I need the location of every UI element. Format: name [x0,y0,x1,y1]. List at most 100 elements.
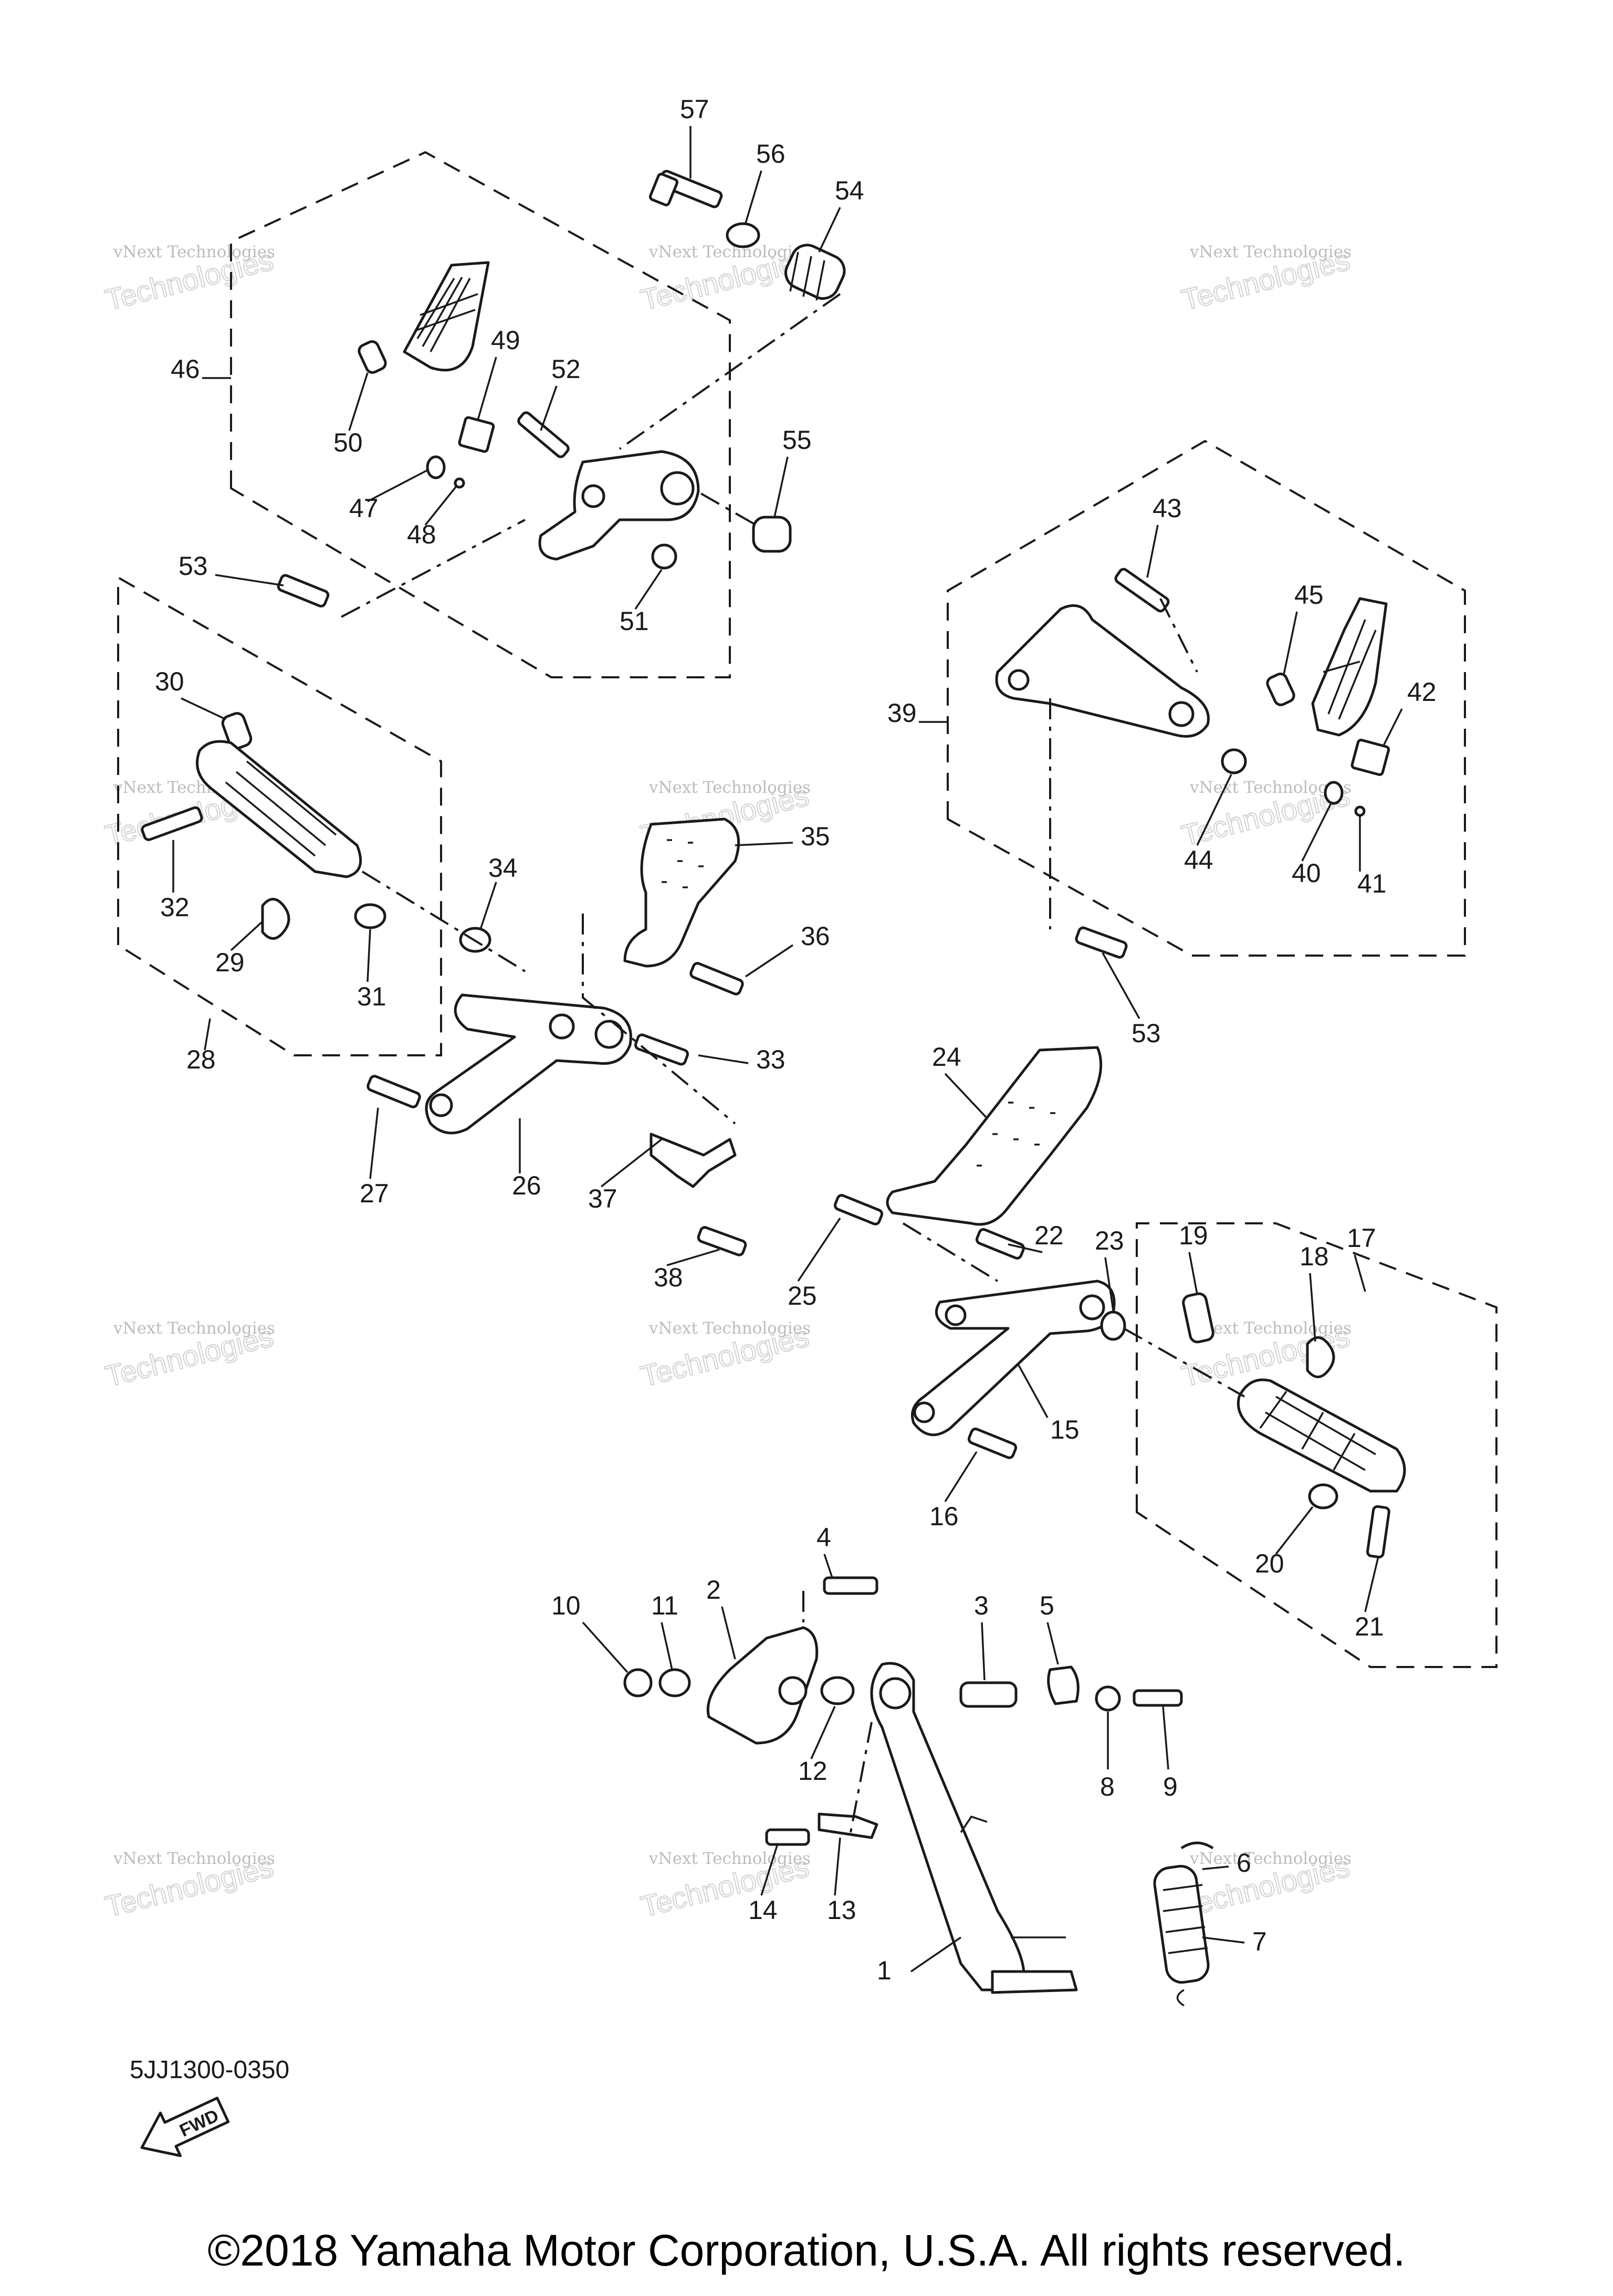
leader-46-chain [341,293,841,618]
part-footpeg-17-grip [1259,1390,1376,1471]
part-41-ball [1354,805,1366,817]
callout-5: 5 [1040,1591,1054,1620]
callout-2: 2 [706,1575,721,1605]
callout-25: 25 [788,1281,817,1310]
leader-line-22 [1008,1243,1043,1253]
leader-line-56 [745,170,762,224]
part-14-bolt [765,1828,810,1846]
part-51-nut [651,543,677,570]
watermark-text: vNext Technologies [648,1319,811,1338]
part-23-washer [1100,1310,1126,1341]
part-16-bolt [967,1428,1018,1459]
part-bracket-26-hole2 [549,1013,575,1040]
leader-line-13 [834,1837,841,1896]
callout-11: 11 [651,1591,678,1620]
part-1-pivot [879,1677,912,1710]
part-55-collar [752,516,792,553]
callout-39: 39 [887,698,917,728]
part-1-sidestand [870,1662,1025,1991]
leader-line-4 [823,1554,833,1578]
leader-28-chain [361,871,736,1125]
leader-line-33 [698,1054,749,1064]
part-bracket-39 [995,604,1210,738]
callout-7: 7 [1252,1927,1267,1956]
leader-line-37 [600,1138,663,1188]
part-22-bolt [975,1228,1025,1260]
part-24-holes [977,1102,1055,1167]
part-43-bolt [1114,568,1170,613]
part-35-holes [662,839,704,888]
part-6-spring-hook [1180,1841,1214,1850]
callout-4: 4 [816,1523,831,1552]
part-53-bolt-a [277,574,330,607]
callout-22: 22 [1034,1221,1064,1250]
callout-12: 12 [798,1756,828,1786]
part-footpeg-28 [196,740,362,878]
part-50-pin [358,340,387,374]
part-12-washer [820,1676,855,1705]
callout-37: 37 [588,1184,617,1213]
part-48-ball [454,477,465,489]
leader-line-35 [735,842,793,846]
part-footpeg-39-grip [1323,619,1377,720]
part-3-pin [959,1681,1018,1708]
leader-line-6 [1202,1865,1229,1870]
leader-line-7 [1202,1936,1245,1944]
leader-line-18 [1309,1273,1316,1342]
part-45-pin [1266,673,1295,706]
part-37-clip [650,1133,737,1188]
callout-48: 48 [407,520,436,549]
part-9-bolt [1133,1689,1183,1707]
part-footpeg-46-grip [414,277,478,352]
part-33-bolt [634,1033,689,1066]
callout-1: 1 [877,1956,892,1985]
callout-52: 52 [551,354,581,384]
leader-line-44 [1196,774,1232,846]
part-30-pin [221,712,253,750]
leader-line-45 [1283,611,1298,675]
part-footpeg-17 [1237,1378,1406,1493]
part-24-heelguard [886,1046,1103,1226]
leader-17-chain [902,1222,1245,1398]
callout-41: 41 [1357,869,1387,898]
watermark-text: vNext Technologies [648,778,811,797]
part-54-ribs [789,251,825,301]
callout-14: 14 [748,1895,778,1925]
part-10-nut [623,1668,653,1697]
group-outline-39 [947,439,1466,957]
callout-26: 26 [512,1171,541,1200]
part-57-head [648,173,679,206]
parts: FWD [140,170,1406,2157]
watermark-text: vNext Technologies [113,1849,275,1868]
leader-line-53a [215,574,284,586]
part-bracket-39-hole [1168,701,1195,727]
callout-27: 27 [360,1179,389,1208]
leader-line-30 [181,697,226,720]
part-47-spring [426,455,446,479]
part-bracket-26 [425,993,632,1135]
part-bracket-39-hole2 [1008,669,1030,691]
callout-23: 23 [1095,1226,1124,1255]
callout-10: 10 [551,1591,581,1620]
callout-55: 55 [782,425,812,455]
leader-line-51 [634,569,663,610]
callout-35: 35 [801,822,830,851]
part-15-hole [1079,1294,1105,1320]
callout-46: 46 [171,354,200,384]
leader-39-chain [1049,598,1198,929]
leader-line-54 [818,207,841,253]
leader-line-14 [760,1845,778,1896]
callout-32: 32 [160,893,190,922]
callout-15: 15 [1050,1415,1080,1444]
leader-line-11 [661,1622,673,1670]
leader-line-52 [540,385,558,431]
callout-17: 17 [1347,1223,1376,1253]
callout-57: 57 [680,95,709,124]
part-7-spring-coils [1162,1884,1208,1954]
